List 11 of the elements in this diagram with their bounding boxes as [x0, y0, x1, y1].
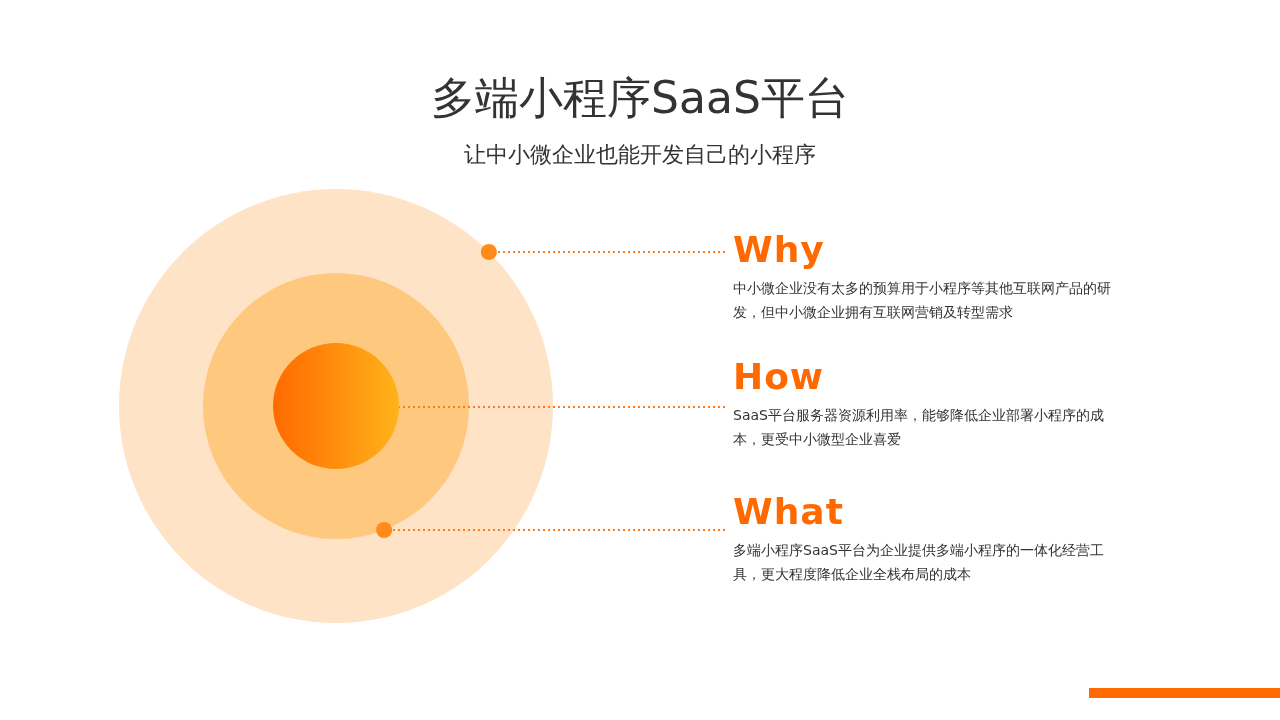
heading: What — [733, 492, 844, 532]
heading: Why — [733, 230, 825, 270]
leader-line — [480, 244, 726, 260]
slide-title: 多端小程序SaaS平台 — [430, 71, 850, 125]
subtitle: 让中小微企业也能开发自己的小程序 — [463, 141, 817, 169]
description-text: SaaS平台服务器资源利用率，能够降低企业部署小程序的成本，更受中小微型企业喜爱 — [733, 406, 1105, 449]
leader-line — [398, 406, 726, 408]
leader-line — [376, 522, 726, 538]
description-text: 多端小程序SaaS平台为企业提供多端小程序的一体化经营工具，更大程度降低企业全栈布局的成本 — [733, 541, 1105, 584]
description-text: 中小微企业没有太多的预算用于小程序等其他互联网产品的研发，但中小微企业拥有互联网营销及转型需求 — [733, 279, 1112, 322]
heading: How — [733, 357, 825, 397]
